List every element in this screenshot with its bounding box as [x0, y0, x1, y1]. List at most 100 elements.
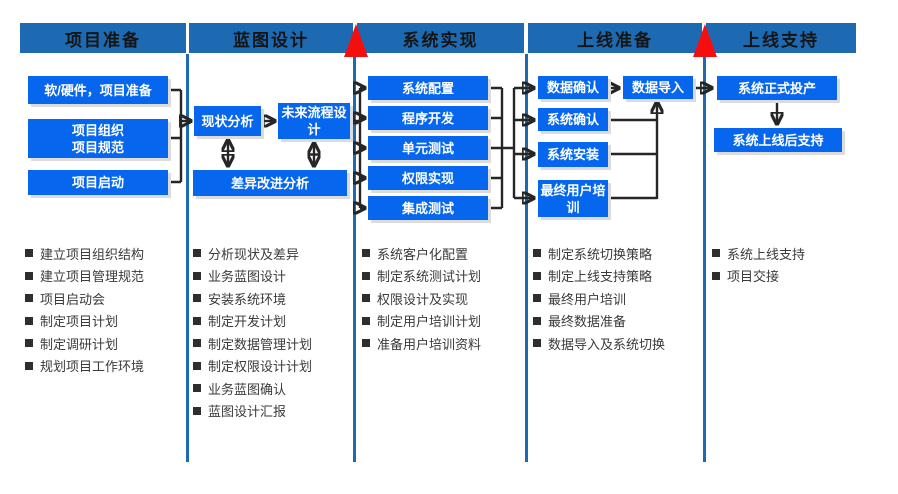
task-item: 规划项目工作环境: [25, 355, 185, 378]
box-program-development: 程序开发: [368, 106, 488, 130]
header-blueprint-design: 蓝图设计: [189, 23, 353, 53]
task-label: 项目启动会: [40, 291, 106, 307]
bullet-square-icon: [712, 271, 720, 280]
bullet-square-icon: [25, 316, 33, 325]
phase-divider-3: [525, 54, 528, 462]
bullet-square-icon: [533, 271, 541, 280]
bullet-square-icon: [193, 384, 201, 393]
task-item: 数据导入及系统切换: [533, 332, 701, 355]
header-go-live-preparation: 上线准备: [528, 23, 702, 53]
task-label: 准备用户培训资料: [377, 336, 482, 352]
task-label: 分析现状及差异: [208, 246, 300, 262]
box-post-go-live-support: 系统上线后支持: [714, 128, 842, 152]
task-item: 制定系统测试计划: [362, 265, 527, 288]
task-label: 业务蓝图设计: [208, 269, 287, 285]
box-authorization-implementation: 权限实现: [368, 166, 488, 190]
task-item: 制定数据管理计划: [193, 332, 353, 355]
task-label: 制定项目计划: [40, 314, 119, 330]
task-label: 制定数据管理计划: [208, 336, 313, 352]
task-item: 制定权限设计计划: [193, 355, 353, 378]
box-future-process-design: 未来流程设 计: [278, 103, 350, 139]
box-gap-improvement-analysis: 差异改进分析: [193, 170, 347, 196]
bullet-square-icon: [533, 249, 541, 258]
box-data-import: 数据导入: [623, 76, 693, 99]
task-list-blueprint-design: 分析现状及差异 业务蓝图设计 安装系统环境 制定开发计划 制定数据管理计划 制定…: [193, 242, 353, 422]
task-label: 数据导入及系统切换: [548, 336, 666, 352]
task-label: 规划项目工作环境: [40, 359, 145, 375]
task-item: 制定系统切换策略: [533, 242, 701, 265]
task-item: 项目启动会: [25, 287, 185, 310]
bullet-square-icon: [533, 294, 541, 303]
bullet-square-icon: [193, 361, 201, 370]
connector-prep-collector: [168, 88, 183, 184]
task-label: 安装系统环境: [208, 291, 287, 307]
phase-divider-2: [353, 54, 356, 462]
bullet-square-icon: [362, 316, 370, 325]
phase-divider-4: [703, 54, 706, 462]
bullet-square-icon: [25, 339, 33, 348]
box-project-org-standards: 项目组织 项目规范: [28, 119, 168, 158]
task-label: 制定系统切换策略: [548, 246, 653, 262]
task-item: 蓝图设计汇报: [193, 400, 353, 423]
box-end-user-training: 最终用户培 训: [538, 180, 608, 217]
bullet-square-icon: [362, 339, 370, 348]
task-item: 最终用户培训: [533, 287, 701, 310]
task-label: 权限设计及实现: [377, 291, 469, 307]
task-item: 制定项目计划: [25, 310, 185, 333]
bullet-square-icon: [362, 271, 370, 280]
bullet-square-icon: [193, 316, 201, 325]
task-item: 制定上线支持策略: [533, 265, 701, 288]
task-item: 准备用户培训资料: [362, 332, 527, 355]
box-integration-test: 集成测试: [368, 196, 488, 220]
header-go-live-support: 上线支持: [706, 23, 856, 53]
milestone-triangle-icon: [344, 24, 368, 57]
bullet-square-icon: [193, 406, 201, 415]
phase-divider-1: [186, 54, 189, 462]
task-label: 系统上线支持: [727, 246, 806, 262]
box-hw-sw-project-prep: 软/硬件，项目准备: [28, 76, 168, 104]
bullet-square-icon: [25, 294, 33, 303]
bullet-square-icon: [533, 316, 541, 325]
bullet-square-icon: [193, 249, 201, 258]
milestone-triangle-icon: [693, 24, 717, 57]
task-label: 系统客户化配置: [377, 246, 469, 262]
box-system-go-live: 系统正式投产: [717, 76, 837, 100]
bullet-square-icon: [193, 294, 201, 303]
bullet-square-icon: [712, 249, 720, 258]
task-item: 分析现状及差异: [193, 242, 353, 265]
task-item: 制定开发计划: [193, 310, 353, 333]
bullet-square-icon: [362, 294, 370, 303]
task-label: 业务蓝图确认: [208, 381, 287, 397]
task-list-go-live-support: 系统上线支持 项目交接: [712, 242, 862, 287]
bullet-square-icon: [193, 271, 201, 280]
box-project-kickoff: 项目启动: [28, 170, 168, 195]
header-project-preparation: 项目准备: [20, 23, 186, 53]
task-label: 制定开发计划: [208, 314, 287, 330]
task-label: 建立项目管理规范: [40, 269, 145, 285]
task-label: 制定上线支持策略: [548, 269, 653, 285]
task-item: 制定调研计划: [25, 332, 185, 355]
task-list-system-realization: 系统客户化配置 制定系统测试计划 权限设计及实现 制定用户培训计划 准备用户培训…: [362, 242, 527, 355]
task-item: 安装系统环境: [193, 287, 353, 310]
task-label: 制定调研计划: [40, 336, 119, 352]
task-item: 系统客户化配置: [362, 242, 527, 265]
connector-realization-collector: [488, 86, 516, 210]
task-label: 制定用户培训计划: [377, 314, 482, 330]
task-label: 建立项目组织结构: [40, 246, 145, 262]
task-item: 建立项目管理规范: [25, 265, 185, 288]
task-item: 项目交接: [712, 265, 862, 288]
bullet-square-icon: [25, 249, 33, 258]
task-label: 项目交接: [727, 269, 780, 285]
task-item: 业务蓝图设计: [193, 265, 353, 288]
box-system-confirmation: 系统确认: [538, 108, 608, 131]
task-item: 系统上线支持: [712, 242, 862, 265]
task-item: 最终数据准备: [533, 310, 701, 333]
task-label: 最终数据准备: [548, 314, 627, 330]
bullet-square-icon: [25, 361, 33, 370]
task-label: 制定权限设计计划: [208, 359, 313, 375]
bullet-square-icon: [533, 339, 541, 348]
bullet-square-icon: [193, 339, 201, 348]
box-system-configuration: 系统配置: [368, 76, 488, 100]
task-item: 建立项目组织结构: [25, 242, 185, 265]
